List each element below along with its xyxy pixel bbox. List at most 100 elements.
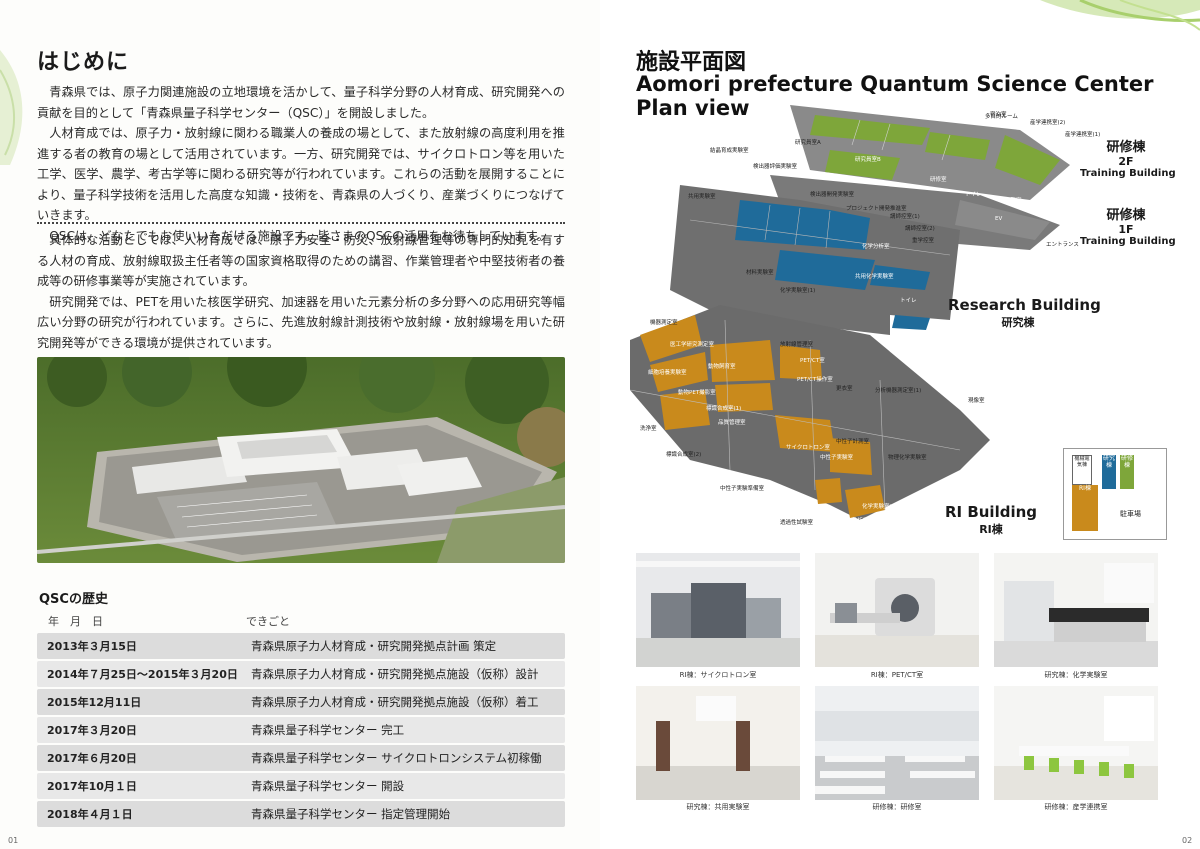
table-row: 2014年７月25日～2015年３月20日 青森県原子力人材育成・研究開発拠点施…: [37, 661, 565, 687]
room-label: 産学連携室(2): [1030, 120, 1066, 126]
training-2f-en: Training Building: [1080, 168, 1176, 179]
room-label: 医工学研究測定室: [670, 342, 715, 348]
training-2f-label: 研修棟 2F Training Building: [1080, 136, 1176, 179]
table-row: 2017年10月１日 青森県量子科学センター 開設: [37, 773, 565, 799]
room-label: 分析機器測定室(2): [852, 518, 899, 524]
training-1f-jp: 研修棟: [1106, 208, 1146, 223]
room-label: 多目的ルーム: [985, 114, 1018, 120]
activity-text: 具体的な活動としては、人材育成では、原子力安全・防災、放射線管理等の専門的知見を…: [37, 230, 565, 353]
aerial-photo: [37, 357, 565, 563]
caption-industry-collab-room: 研修棟：産学連携室: [1044, 803, 1108, 811]
photo-industry-collab-room: [994, 686, 1158, 800]
table-row: 2017年６月20日 青森県量子科学センター サイクロトロンシステム初稼働: [37, 745, 565, 771]
caption-cyclotron-room: RI棟：サイクロトロン室: [679, 671, 757, 679]
room-label: 品質管理室: [718, 420, 746, 426]
photo-pet-ct-room: [815, 553, 979, 667]
table-row: 2015年12月11日 青森県原子力人材育成・研究開発拠点施設（仮称）着工: [37, 689, 565, 715]
history-date: 2013年３月15日: [47, 640, 137, 653]
room-label: 中性子計測室: [836, 439, 870, 445]
room-label: 細胞培養実験室: [648, 370, 687, 376]
photo-training-room: [815, 686, 979, 800]
ri-building-label: RI Building RI棟: [936, 503, 1046, 537]
room-label: 重学控室: [912, 238, 935, 244]
leaf-decoration-icon: [0, 50, 23, 165]
plan-title-jp: 施設平面図: [636, 50, 747, 75]
table-row: 2018年４月１日 青森県量子科学センター 指定管理開始: [37, 801, 565, 827]
ri-building-jp: RI棟: [979, 523, 1003, 536]
room-label: 研修室: [930, 177, 947, 183]
history-event: 青森県量子科学センター サイクロトロンシステム初稼働: [251, 751, 542, 765]
history-title: QSCの歴史: [39, 592, 108, 607]
research-building-jp: 研究棟: [1001, 316, 1035, 329]
page-number-left: 01: [8, 836, 19, 845]
page-number-right: 02: [1182, 836, 1193, 845]
history-event: 青森県原子力人材育成・研究開発拠点計画 策定: [251, 639, 497, 653]
room-label: 中央管理室: [1040, 202, 1068, 208]
intro-paragraph-2: 人材育成では、原子力・放射線に関わる職業人の養成の場として、また放射線の高度利用…: [37, 126, 565, 222]
room-label: 洗浄室: [640, 426, 657, 432]
section-divider: [37, 222, 565, 224]
room-label: 化学分析室: [862, 244, 890, 250]
room-label: 放射線管理室: [780, 342, 814, 348]
history-event: 青森県原子力人材育成・研究開発拠点施設（仮称）着工: [251, 695, 539, 709]
room-label: サイクロトロン室: [786, 445, 830, 451]
plan-title-en-2: Plan view: [636, 96, 750, 120]
history-col-date: 年 月 日: [48, 615, 103, 628]
ri-building-en: RI Building: [944, 503, 1038, 521]
legend-training: 研修棟: [1120, 455, 1134, 489]
history-table: 2013年３月15日 青森県原子力人材育成・研究開発拠点計画 策定 2014年７…: [37, 633, 565, 827]
table-row: 2013年３月15日 青森県原子力人材育成・研究開発拠点計画 策定: [37, 633, 565, 659]
history-date: 2014年７月25日～2015年３月20日: [47, 668, 238, 681]
table-row: 2017年３月20日 青森県量子科学センター 完工: [37, 717, 565, 743]
site-legend: 機械電気棟 研究棟 研修棟 RI棟 駐車場: [1063, 448, 1167, 540]
room-label: 中性子実験室: [820, 455, 854, 461]
photo-shared-lab: [636, 686, 800, 800]
training-1f-floor: 1F: [1118, 223, 1134, 236]
room-label: 更衣室: [836, 386, 853, 392]
room-label: エントランス: [1046, 242, 1079, 248]
history-event: 青森県量子科学センター 指定管理開始: [251, 807, 451, 821]
history-event: 青森県量子科学センター 開設: [251, 779, 405, 793]
room-label: PET/CT操作室: [797, 377, 833, 383]
floor-plan-diagram: [630, 105, 1070, 520]
history-col-event: できごと: [246, 615, 290, 628]
room-label: 分析機器測定室(1): [875, 388, 922, 394]
training-1f-label: 研修棟 1F Training Building: [1080, 204, 1176, 247]
room-label: 物理化学実験室: [888, 455, 927, 461]
legend-mech: 機械電気棟: [1072, 455, 1092, 485]
history-date: 2018年４月１日: [47, 808, 133, 821]
caption-training-room: 研修棟：研修室: [872, 803, 922, 811]
room-label: 研究員室B: [855, 157, 881, 163]
photo-chemistry-lab: [994, 553, 1158, 667]
training-1f-en: Training Building: [1080, 236, 1176, 247]
caption-chemistry-lab: 研究棟：化学実験室: [1044, 671, 1108, 679]
right-page: 施設平面図 Aomori prefecture Quantum Science …: [600, 0, 1200, 849]
research-building-en: Research Building: [948, 296, 1101, 314]
training-2f-floor: 2F: [1118, 155, 1134, 168]
legend-ri: RI棟: [1072, 485, 1098, 531]
room-label: 講師控室(1): [890, 214, 920, 220]
room-label: 現像室: [968, 398, 985, 404]
intro-text: 青森県では、原子力関連施設の立地環境を活かして、量子科学分野の人材育成、研究開発…: [37, 82, 565, 246]
room-label: トイレ: [965, 192, 982, 198]
room-label: 共用実験室: [688, 194, 716, 200]
room-label: プロジェクト開発推進室: [846, 206, 907, 212]
room-label: 産学連携室(1): [1065, 132, 1101, 138]
left-page: はじめに 青森県では、原子力関連施設の立地環境を活かして、量子科学分野の人材育成…: [0, 50, 565, 845]
intro-paragraph-1: 青森県では、原子力関連施設の立地環境を活かして、量子科学分野の人材育成、研究開発…: [37, 85, 565, 120]
history-date: 2017年10月１日: [47, 780, 137, 793]
photo-cyclotron-room: [636, 553, 800, 667]
plan-title-en-1: Aomori prefecture Quantum Science Center: [636, 72, 1154, 96]
room-label: 事務室: [1005, 198, 1022, 204]
research-building-label: Research Building 研究棟: [948, 296, 1101, 330]
history-date: 2015年12月11日: [47, 696, 142, 709]
room-label: 化学実験室(2): [862, 504, 898, 510]
room-label: トイレ: [900, 298, 917, 304]
room-label: 中性子実験準備室: [720, 486, 765, 492]
room-label: 検出器評価実験室: [753, 164, 798, 170]
activity-paragraph-2: 研究開発では、PETを用いた核医学研究、加速器を用いた元素分析の多分野への応用研…: [37, 294, 565, 350]
room-label: 材料実験室: [746, 270, 774, 276]
room-label: 化学実験室(1): [780, 288, 816, 294]
history-date: 2017年６月20日: [47, 752, 137, 765]
room-label: 標識合成室(2): [666, 452, 702, 458]
